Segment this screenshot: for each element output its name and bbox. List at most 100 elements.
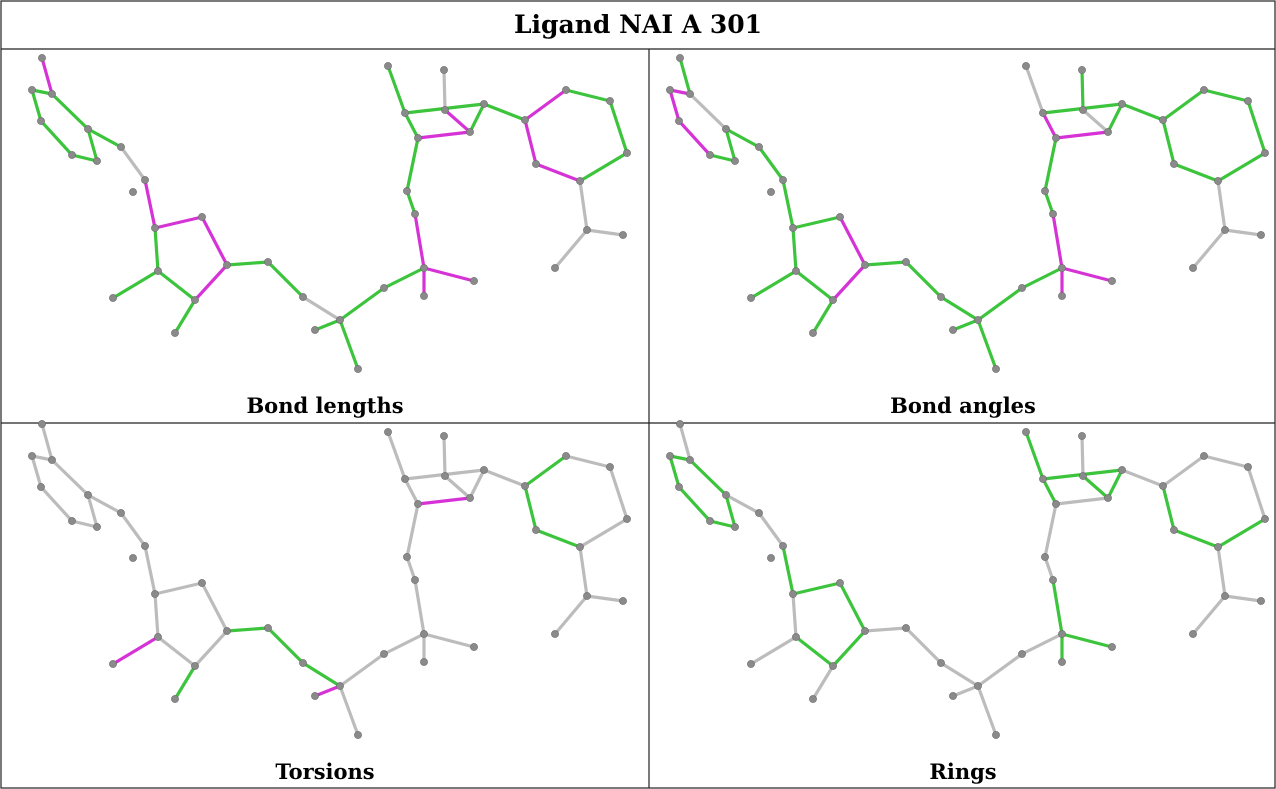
bond <box>1216 179 1227 232</box>
bond <box>749 635 798 666</box>
bond <box>1246 465 1267 521</box>
bond <box>578 545 589 598</box>
atom <box>731 523 739 531</box>
atom <box>974 316 982 324</box>
bond <box>266 626 305 665</box>
bond <box>791 215 842 230</box>
bond <box>1161 484 1176 532</box>
atom <box>532 160 540 168</box>
bond <box>416 130 472 140</box>
bond <box>708 519 737 529</box>
atom <box>141 176 149 184</box>
bond <box>794 269 835 302</box>
bond <box>338 684 360 737</box>
atom <box>1052 500 1060 508</box>
atom <box>619 231 627 239</box>
atom <box>576 177 584 185</box>
bond <box>153 215 204 230</box>
bond <box>200 581 229 633</box>
atom <box>470 643 478 651</box>
atom <box>223 261 231 269</box>
bond <box>266 260 305 299</box>
bond <box>553 594 589 636</box>
atom <box>666 86 674 94</box>
atom <box>441 106 449 114</box>
atom <box>154 633 162 641</box>
atom <box>129 188 137 196</box>
atom <box>836 579 844 587</box>
atom <box>93 157 101 165</box>
bond <box>413 212 426 270</box>
bond <box>976 684 998 737</box>
bond <box>153 581 204 596</box>
atom <box>562 452 570 460</box>
atom <box>1108 277 1116 285</box>
atom <box>171 329 179 337</box>
bond <box>863 626 908 633</box>
bond <box>416 496 472 506</box>
panel-caption-bond-angles: Bond angles <box>890 393 1036 418</box>
atom <box>706 517 714 525</box>
bond <box>119 145 147 182</box>
atom <box>336 316 344 324</box>
bond <box>313 318 342 332</box>
atom <box>1257 597 1265 605</box>
bond <box>677 119 712 157</box>
bond <box>523 484 538 532</box>
atom <box>755 143 763 151</box>
bond <box>904 260 943 299</box>
atom <box>191 296 199 304</box>
bond <box>1043 502 1058 559</box>
bond <box>405 555 417 582</box>
atom <box>1118 466 1126 474</box>
bond <box>1223 228 1263 237</box>
bond <box>1120 102 1165 122</box>
atom <box>1079 472 1087 480</box>
bond <box>1202 88 1250 103</box>
panel-caption-bond-lengths: Bond lengths <box>246 393 403 418</box>
bond <box>668 88 681 123</box>
bond <box>422 632 476 649</box>
atom <box>606 463 614 471</box>
bond <box>405 189 417 216</box>
atom <box>731 157 739 165</box>
bond <box>156 269 197 302</box>
atom <box>109 660 117 668</box>
bond <box>1080 68 1085 112</box>
bond <box>791 226 798 273</box>
atom <box>809 329 817 337</box>
atom <box>1041 187 1049 195</box>
atom <box>606 97 614 105</box>
bond <box>523 88 568 122</box>
bond <box>608 465 629 521</box>
bond <box>313 684 342 698</box>
atom <box>264 258 272 266</box>
atom <box>1170 160 1178 168</box>
bond <box>225 626 270 633</box>
bond <box>1020 632 1064 656</box>
atom <box>354 365 362 373</box>
atom <box>1078 432 1086 440</box>
bond <box>1060 266 1114 283</box>
atom <box>1041 553 1049 561</box>
bond <box>1216 545 1227 598</box>
atom <box>902 258 910 266</box>
bond <box>534 162 582 183</box>
atom <box>401 109 409 117</box>
bond <box>173 298 197 335</box>
atom <box>354 731 362 739</box>
bond <box>791 592 798 639</box>
bond <box>939 661 980 688</box>
bond <box>939 295 980 322</box>
bond <box>838 581 867 633</box>
bond <box>1051 578 1064 636</box>
atom <box>809 695 817 703</box>
bond <box>794 635 835 668</box>
bond <box>1020 266 1064 290</box>
atom <box>299 659 307 667</box>
atom <box>440 432 448 440</box>
bond <box>578 151 629 183</box>
atom <box>1039 475 1047 483</box>
atom <box>154 267 162 275</box>
bond <box>338 286 386 322</box>
